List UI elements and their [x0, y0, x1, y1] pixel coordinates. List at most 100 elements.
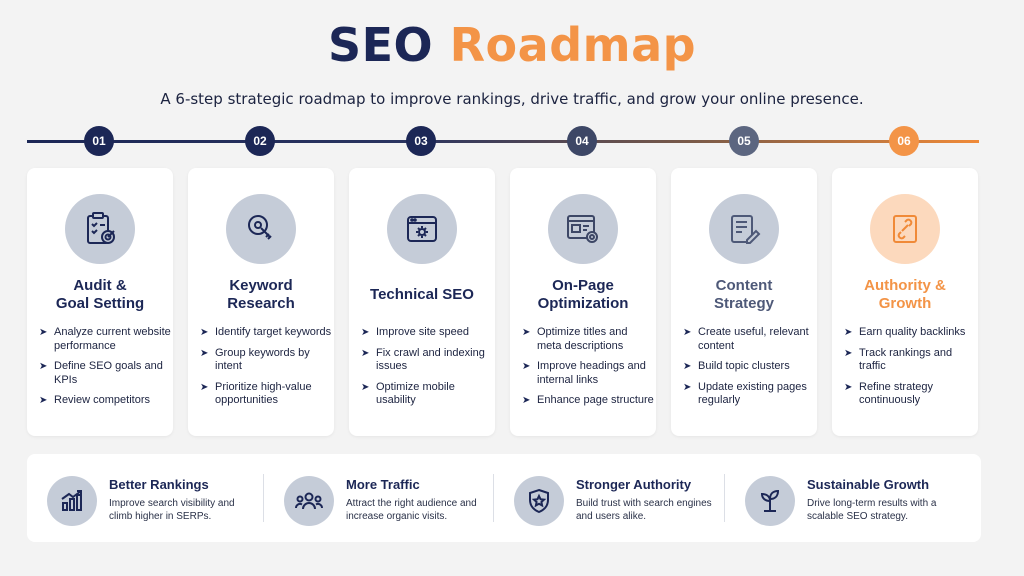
step-number-05: 05: [729, 126, 759, 156]
audit-clipboard-target-icon: [65, 194, 135, 264]
list-item: ➤Improve headings and internal links: [522, 360, 654, 387]
divider: [493, 474, 494, 522]
step-title: Content Strategy: [713, 277, 775, 312]
divider: [724, 474, 725, 522]
chevron-right-icon: ➤: [683, 361, 692, 372]
step-card-keyword-research: Keyword Research ➤ Identify target keywor…: [188, 168, 334, 436]
list-item-text: Prioritize high-value opportunities: [215, 380, 312, 407]
list-item: ➤Fix crawl and indexing issues: [361, 347, 493, 374]
step-title: Authority & Growth: [864, 277, 946, 312]
list-item-text: Track rankings and traffic: [859, 346, 953, 373]
chevron-right-icon: ➤: [844, 381, 853, 393]
chevron-right-icon: ➤: [39, 361, 48, 372]
shield-star-icon: [514, 476, 564, 526]
benefit-description: Build trust with search engines and user…: [576, 498, 712, 522]
list-item-text: Improve site speed: [376, 326, 469, 338]
list-item-text: Analyze current website performance: [54, 326, 171, 352]
step-cards: Audit & Goal Setting ➤ Analyze current we…: [27, 168, 981, 436]
list-item-text: Identify target keywords: [215, 326, 332, 338]
benefit-title: More Traffic: [346, 477, 420, 492]
list-item: ➤Group keywords by intent: [200, 347, 332, 374]
list-item: ➤ Analyze current website performance: [39, 326, 171, 353]
list-item: ➤ Identify target keywords: [200, 326, 332, 340]
chevron-right-icon: ➤: [361, 381, 370, 393]
chevron-right-icon: ➤: [200, 347, 209, 359]
benefit-stronger-authority: Stronger Authority Build trust with sear…: [494, 454, 724, 542]
benefit-description: Attract the right audience and increase …: [346, 498, 477, 522]
title-part-roadmap: Roadmap: [449, 18, 697, 72]
list-item: ➤ Prioritize high-value opportunities: [200, 381, 332, 408]
list-item: ➤ Create useful, relevant content: [683, 326, 815, 353]
link-document-icon: [870, 194, 940, 264]
list-item: ➤ Define SEO goals and KPIs: [39, 360, 171, 387]
page-subtitle: A 6-step strategic roadmap to improve ra…: [160, 90, 864, 108]
benefit-title: Better Rankings: [109, 477, 209, 492]
chevron-right-icon: ➤: [522, 361, 531, 372]
list-item: ➤ Enhance page structure: [522, 394, 654, 408]
step-card-content-strategy: Content Strategy ➤ Create useful, relevan…: [671, 168, 817, 436]
chevron-right-icon: ➤: [844, 327, 853, 338]
list-item: ➤ Build topic clusters: [683, 360, 815, 374]
chevron-right-icon: ➤: [200, 381, 209, 393]
list-item-text: Create useful, relevant content: [698, 326, 809, 352]
timeline-line: [27, 140, 979, 143]
list-item: ➤ Optimize titles and meta descriptions: [522, 326, 654, 353]
list-item-text: Review competitors: [54, 394, 150, 406]
step-task-list: ➤ Optimize titles and meta descriptions ➤…: [522, 326, 654, 415]
plant-sprout-icon: [745, 476, 795, 526]
list-item: ➤Optimize mobile usability: [361, 381, 493, 408]
step-number-06: 06: [889, 126, 919, 156]
benefit-title: Sustainable Growth: [807, 477, 930, 492]
list-item-text: Fix crawl and indexing issues: [376, 346, 485, 373]
step-task-list: ➤ Analyze current website performance ➤ De…: [39, 326, 171, 415]
step-task-list: ➤ Earn quality backlinks ➤ Track rankings …: [844, 326, 976, 415]
chevron-right-icon: ➤: [683, 327, 692, 338]
list-item: ➤ Improve site speed: [361, 326, 493, 340]
people-group-icon: [284, 476, 334, 526]
step-task-list: ➤ Create useful, relevant content ➤ Build …: [683, 326, 815, 415]
chevron-right-icon: ➤: [683, 381, 692, 393]
title-part-seo: SEO: [327, 18, 434, 72]
step-number-01: 01: [84, 126, 114, 156]
step-card-technical-seo: Technical SEO ➤Improve site speed ➤Fix c…: [349, 168, 495, 436]
list-item: ➤ Review competitors: [39, 394, 171, 408]
webpage-gear-icon: [548, 194, 618, 264]
step-title: Keyword Research: [227, 277, 295, 312]
divider: [263, 474, 264, 522]
step-card-audit: Audit & Goal Setting ➤ Analyze current we…: [27, 168, 173, 436]
step-number-03: 03: [406, 126, 436, 156]
bar-chart-growth-icon: [47, 476, 97, 526]
chevron-right-icon: ➤: [200, 327, 209, 338]
list-item-text: Build topic clusters: [698, 360, 790, 372]
chevron-right-icon: ➤: [361, 327, 370, 338]
benefits-bar: Better Rankings Improve search visibilit…: [27, 454, 981, 542]
step-task-list: ➤ Identify target keywords ➤Group keyword…: [200, 326, 332, 415]
step-card-authority-growth: Authority & Growth ➤ Earn quality backlin…: [832, 168, 978, 436]
chevron-right-icon: ➤: [39, 395, 48, 406]
step-card-on-page: On-Page Optimization ➤ Optimize titles an…: [510, 168, 656, 436]
step-title: On-Page Optimization: [537, 277, 629, 312]
list-item: ➤ Update existing pages regularly: [683, 381, 815, 408]
list-item-text: Optimize titles and meta descriptions: [537, 326, 628, 352]
step-task-list: ➤Improve site speed ➤Fix crawl and index…: [361, 326, 493, 415]
list-item-text: Earn quality backlinks: [859, 326, 966, 338]
benefit-description: Improve search visibility and climb high…: [109, 498, 235, 522]
document-pencil-icon: [709, 194, 779, 264]
chevron-right-icon: ➤: [39, 327, 48, 338]
timeline: 01 02 03 04 05 06: [0, 126, 1024, 156]
list-item: ➤ Refine strategy continuously: [844, 381, 976, 408]
list-item-text: Refine strategy continuously: [859, 380, 933, 407]
benefit-description: Drive long-term results with a scalable …: [807, 498, 937, 522]
chevron-right-icon: ➤: [522, 395, 531, 406]
list-item-text: Update existing pages regularly: [698, 380, 807, 407]
chevron-right-icon: ➤: [522, 327, 531, 338]
list-item: ➤ Earn quality backlinks: [844, 326, 976, 340]
benefit-title: Stronger Authority: [576, 477, 692, 492]
list-item: ➤ Track rankings and traffic: [844, 347, 976, 374]
chevron-right-icon: ➤: [844, 347, 853, 359]
list-item-text: Define SEO goals and KPIs: [54, 360, 163, 386]
step-title: Audit & Goal Setting: [55, 277, 145, 312]
list-item-text: Enhance page structure: [537, 394, 654, 406]
benefit-sustainable-growth: Sustainable Growth Drive long-term resul…: [725, 454, 981, 542]
benefit-more-traffic: More Traffic Attract the right audience …: [264, 454, 493, 542]
